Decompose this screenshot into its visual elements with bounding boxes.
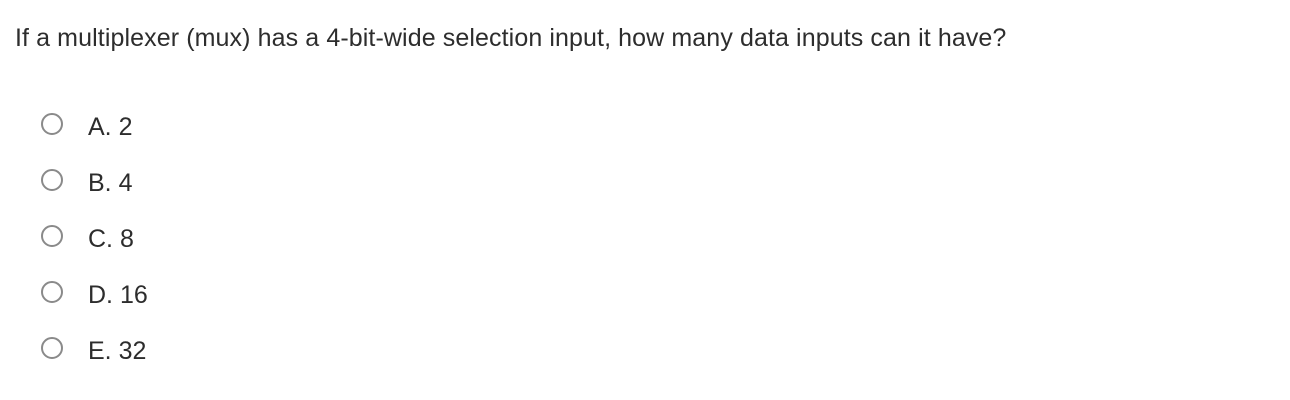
option-label-c: C. 8 <box>88 225 134 253</box>
option-label-b: B. 4 <box>88 169 133 197</box>
answer-options-list: A. 2 B. 4 C. 8 D. 16 E. 32 <box>0 97 1290 377</box>
radio-button-a[interactable] <box>41 113 63 135</box>
option-row-d[interactable]: D. 16 <box>0 265 1290 321</box>
option-row-b[interactable]: B. 4 <box>0 153 1290 209</box>
radio-button-b[interactable] <box>41 169 63 191</box>
radio-button-c[interactable] <box>41 225 63 247</box>
option-row-e[interactable]: E. 32 <box>0 321 1290 377</box>
option-label-e: E. 32 <box>88 337 147 365</box>
radio-button-e[interactable] <box>41 337 63 359</box>
option-label-a: A. 2 <box>88 113 133 141</box>
option-row-c[interactable]: C. 8 <box>0 209 1290 265</box>
option-label-d: D. 16 <box>88 281 148 309</box>
question-text: If a multiplexer (mux) has a 4-bit-wide … <box>15 24 1007 52</box>
radio-button-d[interactable] <box>41 281 63 303</box>
option-row-a[interactable]: A. 2 <box>0 97 1290 153</box>
